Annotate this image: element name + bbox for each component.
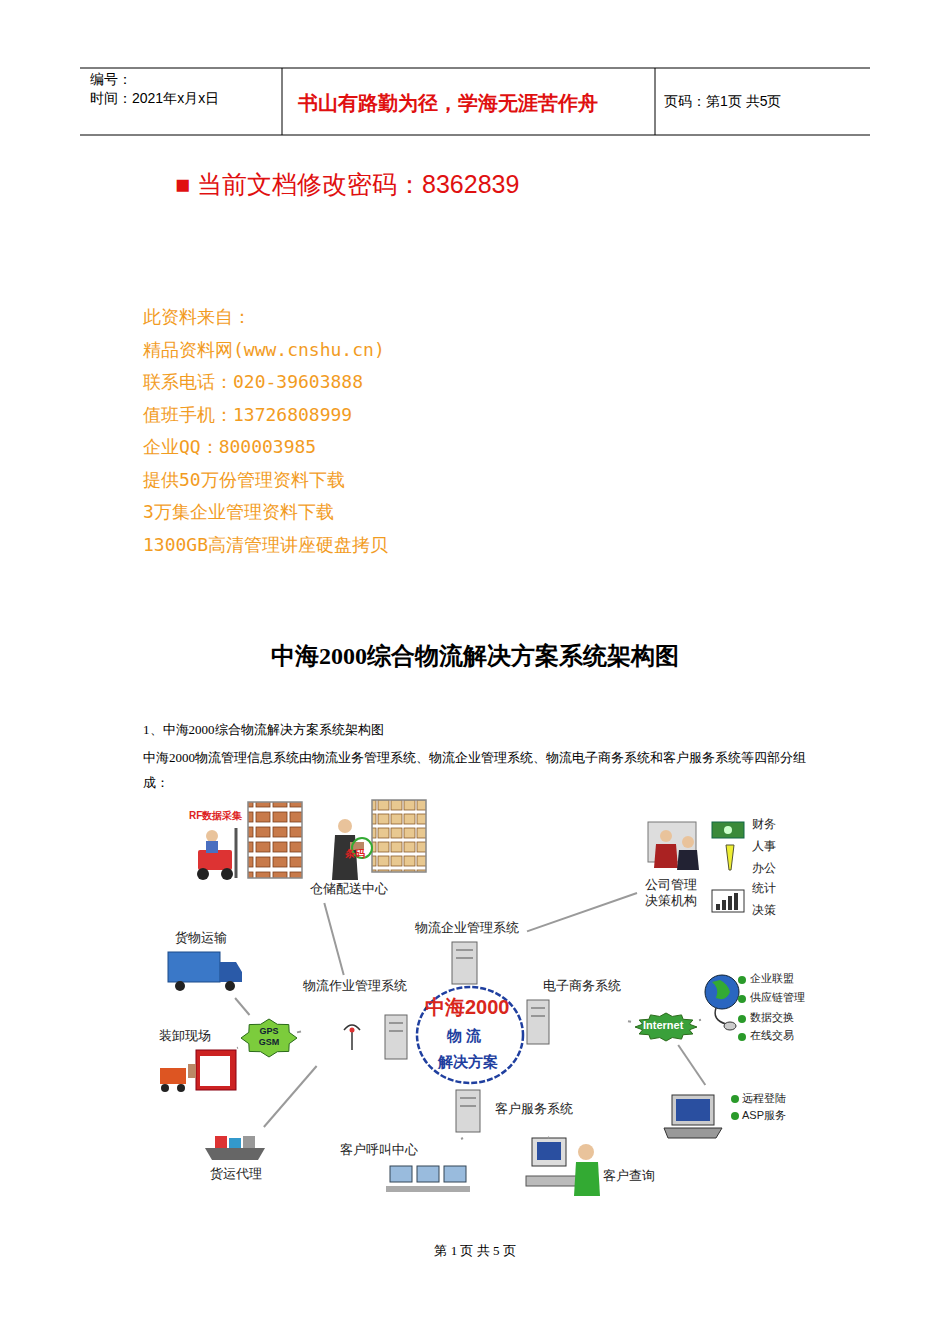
node-text: 解决方案: [438, 1053, 498, 1072]
node-text: 企业联盟: [750, 972, 794, 986]
node-text: Internet: [643, 1019, 683, 1033]
header-field: 时间：2021年x月x日: [90, 90, 219, 108]
hub-ring: [417, 987, 523, 1083]
node-text: GPS GSM: [252, 1026, 286, 1049]
node-text: 物流企业管理系统: [415, 920, 519, 936]
source-note: 企业QQ：800003985: [143, 435, 316, 459]
source-note: 提供50万份管理资料下载: [143, 468, 345, 492]
node-text: 中海2000: [425, 995, 510, 1020]
connector-line: [461, 1138, 463, 1139]
site-node: 装卸现场: [155, 1028, 235, 1094]
connector-line: [297, 1031, 301, 1034]
gps-burst: GPS GSM: [240, 1018, 298, 1058]
page-footer: 第 1 页 共 5 页: [0, 1242, 950, 1260]
connector-line: [548, 1137, 549, 1138]
connector-line: [237, 1047, 238, 1049]
node-text: 远程登陆: [742, 1092, 786, 1106]
node-text: 客户查询: [603, 1168, 655, 1184]
node-text: ASP服务: [742, 1109, 786, 1123]
source-note: 此资料来自：: [143, 305, 251, 329]
site-node: 客户查询: [520, 1140, 660, 1200]
header-field: 编号：: [90, 71, 132, 89]
management-people: [648, 822, 699, 870]
site-node: 客户呼叫中心: [330, 1142, 470, 1200]
node-text: 数据交换: [750, 1011, 794, 1025]
globe: [705, 975, 739, 1030]
server-node: 电子商务系统: [522, 978, 625, 1048]
body-paragraph: 中海2000物流管理信息系统由物流业务管理系统、物流企业管理系统、物流电子商务系…: [143, 745, 813, 795]
header-motto: 书山有路勤为径，学海无涯苦作舟: [298, 90, 598, 117]
connector-line: [264, 1066, 317, 1127]
forklift-worker: [197, 828, 236, 880]
node-text: 统计: [752, 881, 776, 896]
antenna: [344, 1025, 360, 1050]
server-slots: [389, 950, 545, 1106]
site-node: 货物运输: [165, 930, 245, 995]
node-text: 客户呼叫中心: [340, 1142, 418, 1158]
warehouse-node: RF数据采集条码仓储配送中心: [185, 800, 435, 900]
page-title: 中海2000综合物流解决方案系统架构图: [0, 640, 950, 672]
management-icons: [712, 822, 744, 912]
server-node: 物流作业管理系统: [300, 978, 412, 1063]
node-text: 装卸现场: [159, 1028, 211, 1044]
password-note: ■ 当前文档修改密码：8362839: [175, 168, 519, 201]
node-text: 客户服务系统: [495, 1101, 573, 1117]
barcode-worker: [332, 819, 372, 880]
node-text: 物 流: [447, 1027, 481, 1046]
truck: [168, 952, 242, 991]
node-text: 供应链管理: [750, 991, 805, 1005]
hub-circle: 中海2000 物 流解决方案: [415, 985, 525, 1085]
source-note: 值班手机：13726808999: [143, 403, 352, 427]
laptop: [664, 1095, 722, 1138]
node-text: 货物运输: [175, 930, 227, 946]
node-text: 公司管理 决策机构: [643, 877, 699, 910]
node-text: 条码: [345, 848, 365, 861]
connector-line: [324, 903, 343, 975]
call-center-computers: [386, 1166, 470, 1192]
connector-line: [235, 998, 249, 1015]
connector-line: [699, 1019, 701, 1021]
source-note: 精品资料网(www.cnshu.cn): [143, 338, 385, 362]
source-note: 联系电话：020-39603888: [143, 370, 363, 394]
burst-shape: [241, 1019, 297, 1057]
header-table: [80, 68, 870, 135]
loading-site: [160, 1050, 236, 1092]
management-node: 公司管理 决策机构 财务人事办公统计决策: [640, 815, 780, 920]
node-text: 人事: [752, 839, 776, 854]
node-text: 货运代理: [210, 1166, 262, 1182]
section-heading: 1、中海2000综合物流解决方案系统架构图: [143, 721, 384, 739]
site-node: 货运代理: [200, 1130, 275, 1185]
node-text: 决策: [752, 903, 776, 918]
node-text: RF数据采集: [189, 810, 242, 823]
source-note: 1300GB高清管理讲座硬盘拷贝: [143, 533, 388, 557]
internet-burst: Internet: [634, 1012, 698, 1042]
connector-line: [628, 1020, 631, 1022]
node-text: 电子商务系统: [543, 978, 621, 994]
node-text: 仓储配送中心: [310, 881, 388, 897]
server-node: 客户服务系统: [452, 1087, 577, 1135]
node-text: 办公: [752, 861, 776, 876]
cargo-ship: [205, 1136, 265, 1160]
source-note: 3万集企业管理资料下载: [143, 500, 334, 524]
node-text: 在线交易: [750, 1029, 794, 1043]
header-page: 页码：第1页 共5页: [664, 93, 781, 111]
connector-line: [678, 1045, 705, 1085]
globe-node: 企业联盟供应链管理数据交换在线交易: [702, 972, 812, 1045]
laptop-node: 远程登陆 ASP服务: [660, 1088, 790, 1140]
connector-line: [527, 893, 637, 931]
server-node: 物流企业管理系统: [412, 920, 524, 984]
node-text: 财务: [752, 817, 776, 832]
node-text: 物流作业管理系统: [303, 978, 407, 994]
burst-shape: [635, 1013, 697, 1041]
customer-at-computer: [526, 1138, 600, 1196]
